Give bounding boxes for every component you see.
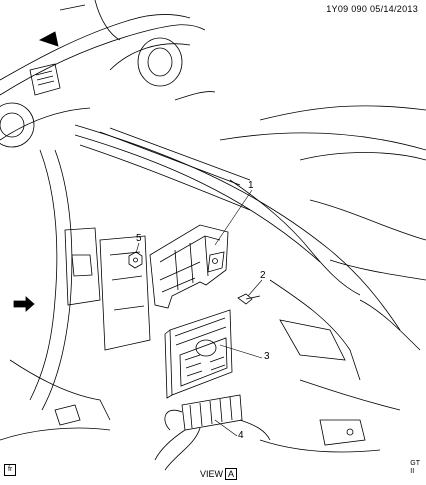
callout-3: 3 (264, 351, 270, 362)
view-text: VIEW (200, 469, 224, 479)
callout-4: 4 (238, 430, 244, 441)
front-indicator: fr (4, 464, 17, 476)
inset-vehicle (0, 0, 216, 148)
wiring-connectors (154, 394, 271, 471)
nut (128, 251, 143, 269)
control-module (164, 309, 233, 399)
bolt (237, 293, 261, 305)
view-letter: A (225, 468, 238, 480)
bracket (149, 224, 229, 309)
callout-5: 5 (136, 233, 142, 244)
corner-mark: GT II (410, 460, 420, 475)
callout-2: 2 (260, 270, 266, 281)
drawing-code: 1Y09 090 05/14/2013 (326, 4, 418, 14)
callout-1: 1 (248, 180, 254, 191)
